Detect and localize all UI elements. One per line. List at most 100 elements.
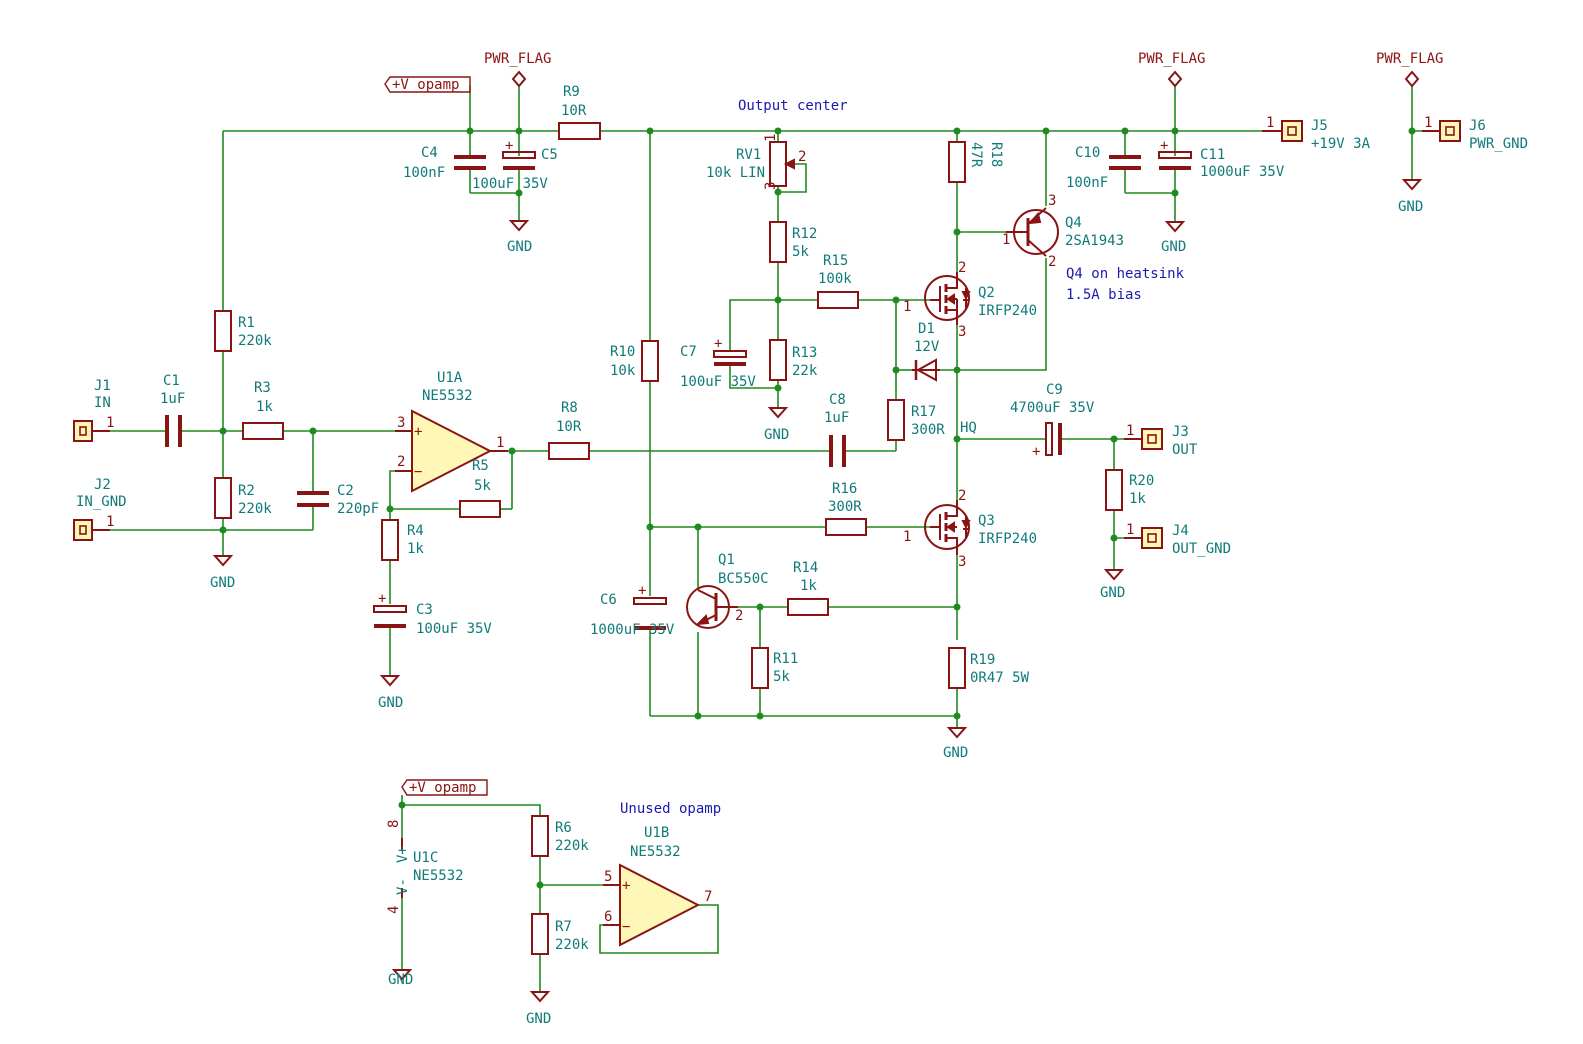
svg-text:C11: C11 — [1200, 147, 1225, 163]
svg-text:Q4: Q4 — [1065, 215, 1082, 231]
gnd-label: GND — [1398, 199, 1423, 215]
svg-text:NE5532: NE5532 — [422, 388, 473, 404]
svg-text:J2: J2 — [94, 477, 111, 493]
r11-body — [751, 647, 769, 689]
svg-text:C9: C9 — [1046, 382, 1063, 398]
r14-body — [787, 598, 829, 616]
svg-text:J6: J6 — [1469, 118, 1486, 134]
svg-text:3: 3 — [763, 182, 779, 190]
resistors — [214, 122, 1123, 955]
svg-text:R1: R1 — [238, 315, 255, 331]
svg-text:8: 8 — [386, 820, 402, 828]
svg-text:+: + — [505, 138, 513, 154]
svg-text:C8: C8 — [829, 392, 846, 408]
svg-text:R11: R11 — [773, 651, 798, 667]
svg-text:220k: 220k — [238, 501, 272, 517]
svg-text:Q3: Q3 — [978, 513, 995, 529]
svg-text:100k: 100k — [818, 271, 852, 287]
svg-text:0R47 5W: 0R47 5W — [970, 670, 1030, 686]
flag-label: PWR_FLAG — [484, 51, 551, 67]
svg-text:+: + — [622, 878, 630, 894]
svg-text:+: + — [638, 583, 646, 599]
svg-text:1k: 1k — [407, 541, 424, 557]
q4-note-bias: 1.5A bias — [1066, 287, 1142, 303]
gnd-label: GND — [388, 972, 413, 988]
svg-text:R10: R10 — [610, 344, 635, 360]
svg-text:R12: R12 — [792, 226, 817, 242]
svg-text:OUT_GND: OUT_GND — [1172, 541, 1231, 557]
svg-text:100uF 35V: 100uF 35V — [472, 176, 548, 192]
svg-text:5: 5 — [604, 869, 612, 885]
v-opamp-label: +V_opamp — [409, 780, 476, 796]
svg-text:J4: J4 — [1172, 523, 1189, 539]
component-labels: J1 IN J2 IN_GND J3 OUT J4 OUT_GND J5 +19… — [76, 84, 1528, 953]
svg-text:C10: C10 — [1075, 145, 1100, 161]
svg-text:10R: 10R — [556, 419, 582, 435]
svg-text:R8: R8 — [561, 400, 578, 416]
diode-d1 — [912, 358, 940, 382]
svg-text:100nF: 100nF — [1066, 175, 1108, 191]
svg-text:C6: C6 — [600, 592, 617, 608]
svg-text:C3: C3 — [416, 602, 433, 618]
svg-text:U1C: U1C — [413, 850, 438, 866]
wires — [92, 85, 1440, 992]
svg-text:+: + — [414, 424, 422, 440]
r13-body — [769, 339, 787, 381]
unused-opamp-note: Unused opamp — [620, 801, 721, 817]
svg-text:−: − — [414, 464, 422, 480]
svg-text:D1: D1 — [918, 321, 935, 337]
svg-text:R15: R15 — [823, 253, 848, 269]
svg-text:IRFP240: IRFP240 — [978, 303, 1037, 319]
j2-pin — [73, 519, 93, 541]
svg-text:1uF: 1uF — [824, 410, 849, 426]
svg-text:R13: R13 — [792, 345, 817, 361]
svg-text:220k: 220k — [555, 937, 589, 953]
svg-text:+: + — [714, 336, 722, 352]
r2-body — [214, 477, 232, 519]
svg-text:100uF 35V: 100uF 35V — [416, 621, 492, 637]
r19-body — [948, 647, 966, 689]
svg-text:1000uF 35V: 1000uF 35V — [1200, 164, 1285, 180]
svg-text:R16: R16 — [832, 481, 857, 497]
svg-text:1: 1 — [106, 415, 114, 431]
svg-text:1: 1 — [106, 514, 114, 530]
j3-pin — [1141, 428, 1163, 450]
gnd-label: GND — [1161, 239, 1186, 255]
svg-text:1uF: 1uF — [160, 391, 185, 407]
r8-body — [548, 442, 590, 460]
svg-text:J5: J5 — [1311, 118, 1328, 134]
hq-label: HQ — [960, 420, 977, 436]
svg-text:R5: R5 — [472, 458, 489, 474]
svg-text:5k: 5k — [773, 669, 790, 685]
r10-body — [641, 340, 659, 382]
svg-text:10R: 10R — [561, 103, 587, 119]
svg-text:R20: R20 — [1129, 473, 1154, 489]
svg-text:6: 6 — [604, 909, 612, 925]
svg-text:5k: 5k — [474, 478, 491, 494]
gnd-label: GND — [507, 239, 532, 255]
r12-body — [769, 221, 787, 263]
r15-body — [817, 291, 859, 309]
u1b-body — [619, 863, 701, 947]
flag-label: PWR_FLAG — [1138, 51, 1205, 67]
svg-text:100nF: 100nF — [403, 165, 445, 181]
j1-pin — [73, 420, 93, 442]
svg-text:R3: R3 — [254, 380, 271, 396]
svg-text:RV1: RV1 — [736, 147, 761, 163]
svg-text:R7: R7 — [555, 919, 572, 935]
svg-text:IRFP240: IRFP240 — [978, 531, 1037, 547]
q4-note-heatsink: Q4 on heatsink — [1066, 266, 1185, 282]
r18-body — [948, 141, 966, 183]
svg-text:3: 3 — [1048, 193, 1056, 209]
svg-text:+19V 3A: +19V 3A — [1311, 136, 1371, 152]
svg-text:220k: 220k — [238, 333, 272, 349]
r6-body — [531, 815, 549, 857]
svg-text:U1A: U1A — [437, 370, 463, 386]
svg-text:PWR_GND: PWR_GND — [1469, 136, 1528, 152]
svg-text:1: 1 — [1126, 423, 1134, 439]
svg-text:1k: 1k — [1129, 491, 1146, 507]
v-opamp-label: +V_opamp — [392, 77, 459, 93]
svg-text:C4: C4 — [421, 145, 438, 161]
gnd-label: GND — [943, 745, 968, 761]
capacitors: + + + + + + — [165, 138, 1192, 630]
